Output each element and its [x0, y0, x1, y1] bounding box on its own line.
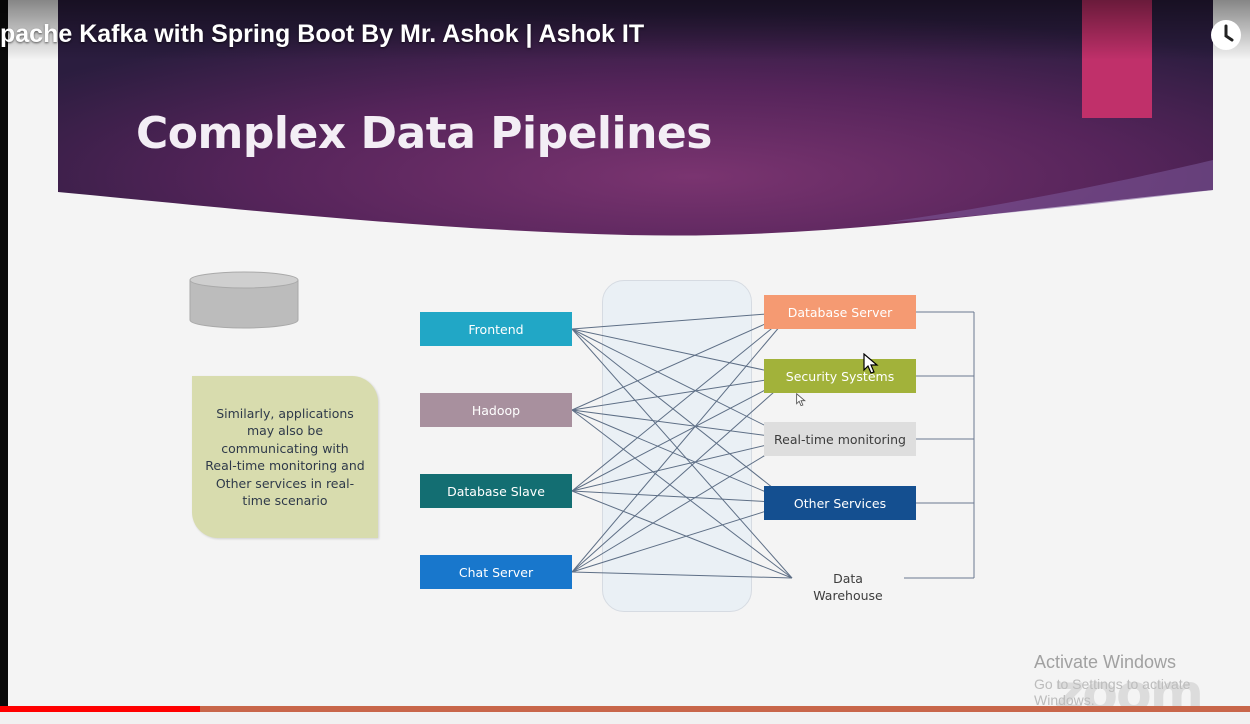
pipeline-diagram: Similarly, applications may also be comm…: [188, 270, 988, 630]
source-chat-server: Chat Server: [420, 555, 572, 589]
target-database-server: Database Server: [764, 295, 916, 329]
progress-fill[interactable]: [0, 706, 200, 712]
connection-line: [571, 571, 793, 579]
connection-line: [571, 438, 793, 573]
connection-line: [571, 490, 793, 579]
connection-line: [571, 375, 793, 573]
connection-line: [571, 438, 793, 492]
source-hadoop: Hadoop: [420, 393, 572, 427]
target-security-systems: Security Systems: [764, 359, 916, 393]
progress-track[interactable]: [0, 706, 1250, 712]
connection-line: [571, 311, 793, 492]
connection-line: [571, 311, 793, 411]
source-frontend: Frontend: [420, 312, 572, 346]
target-real-time-monitoring: Real-time monitoring: [764, 422, 916, 456]
mouse-cursor-icon: [863, 353, 879, 374]
slide: Complex Data Pipelines Similarly, applic…: [8, 0, 1250, 724]
slide-header-band: [58, 0, 1213, 236]
connection-line: [571, 328, 793, 440]
target-other-services: Other Services: [764, 486, 916, 520]
source-database-slave: Database Slave: [420, 474, 572, 508]
slide-accent-bar: [1082, 0, 1152, 118]
clock-icon[interactable]: [1210, 19, 1242, 51]
left-letterbox: [0, 0, 8, 712]
connection-line: [571, 328, 793, 579]
connection-line: [571, 328, 793, 377]
connection-line: [571, 409, 793, 579]
connection-line: [571, 375, 793, 411]
data-warehouse-cylinder: [189, 271, 299, 329]
connection-line: [571, 409, 793, 440]
note-text: Similarly, applications may also be comm…: [205, 405, 365, 509]
connection-line: [571, 328, 793, 504]
connection-line: [571, 502, 793, 573]
connection-line: [571, 311, 793, 573]
note-box: Similarly, applications may also be comm…: [192, 376, 378, 538]
slide-title: Complex Data Pipelines: [136, 108, 712, 159]
mouse-cursor-icon: [796, 393, 806, 407]
zoom-watermark: zoom: [1054, 664, 1204, 724]
video-title[interactable]: pache Kafka with Spring Boot By Mr. Asho…: [0, 20, 645, 48]
connection-line: [571, 490, 793, 504]
connection-line: [571, 375, 793, 492]
title-overlay-gradient: [0, 0, 1250, 60]
data-warehouse-label: Data Warehouse: [813, 571, 883, 603]
connection-line: [571, 311, 793, 330]
connection-lines: [571, 311, 975, 579]
connection-line: [571, 409, 793, 504]
